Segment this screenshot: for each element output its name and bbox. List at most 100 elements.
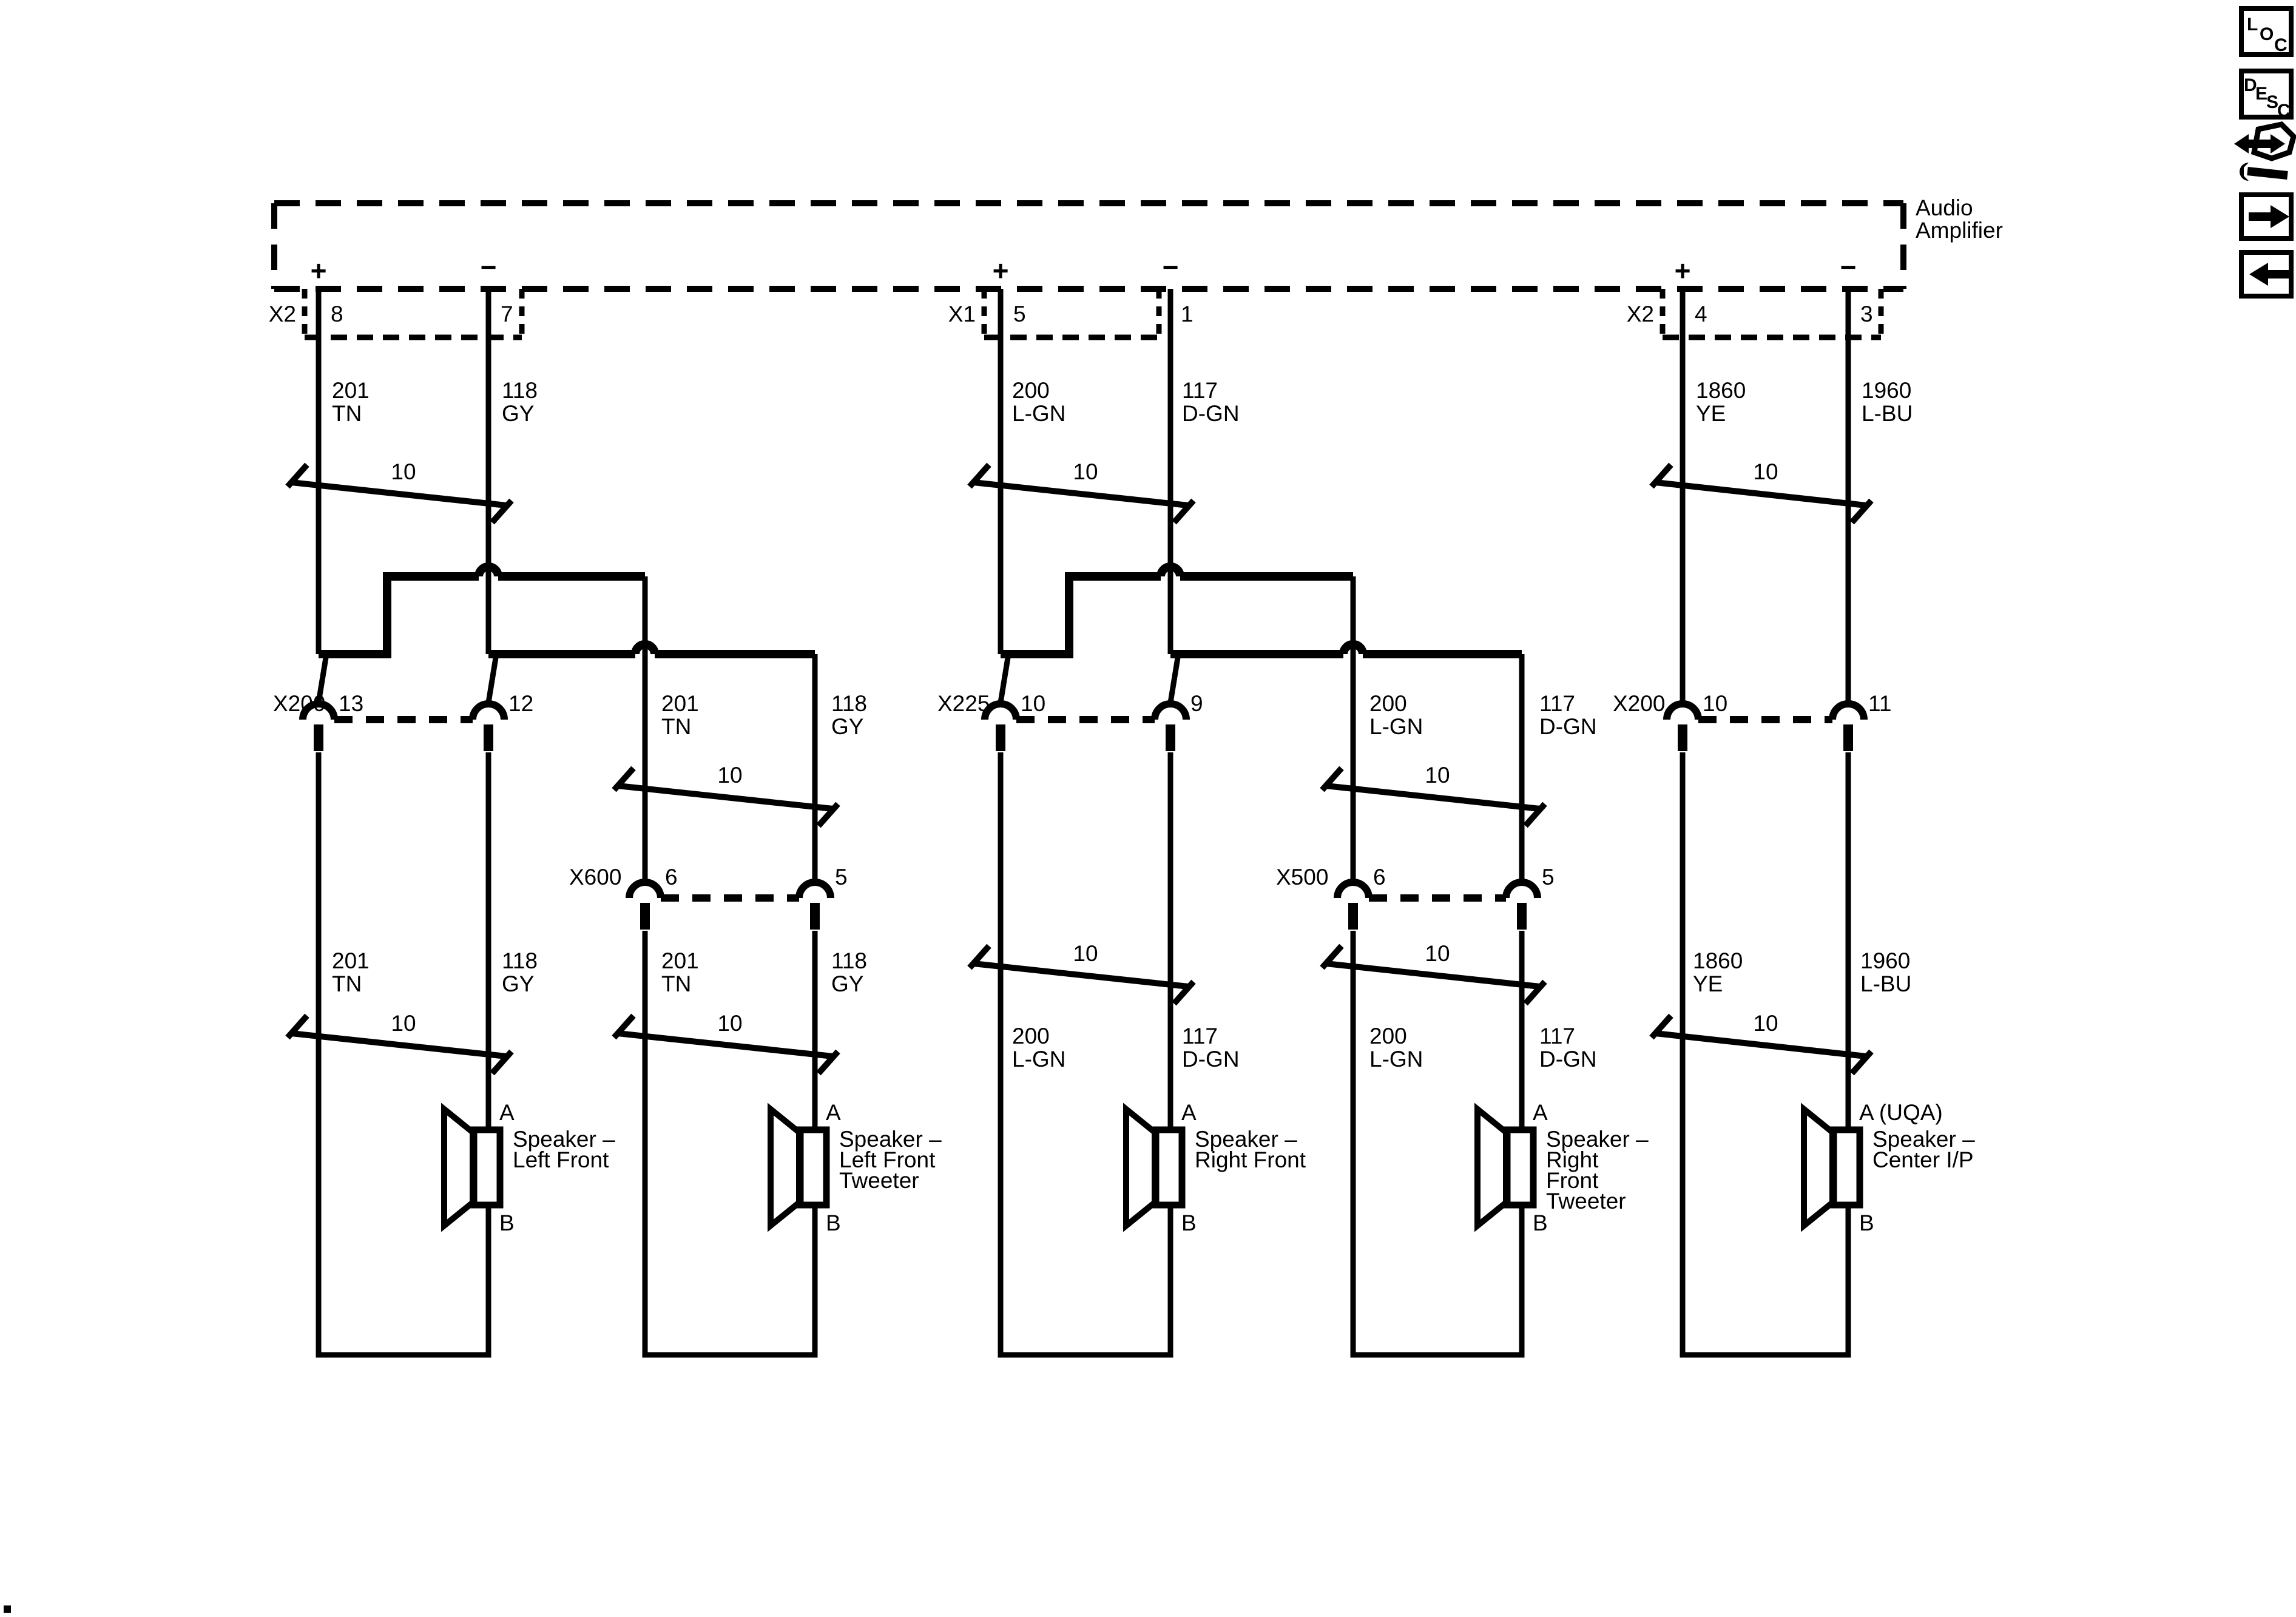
s2-branch-lines — [1001, 562, 1522, 658]
toolbar: L O C D E S C — [2234, 6, 2296, 299]
s3-plus-color-2: YE — [1693, 971, 1723, 996]
s1-minus-sign: − — [481, 251, 497, 283]
s2-minus-circuit: 117 — [1182, 378, 1218, 403]
s3-top-pin-plus: 4 — [1695, 302, 1707, 326]
s2-gauge-bottom: 10 — [967, 941, 1196, 1006]
s2-inline-pin-plus: 10 — [1021, 691, 1045, 716]
s1-tweeter-name-line3: Tweeter — [839, 1168, 919, 1193]
s3-top-pin-minus: 3 — [1860, 302, 1873, 326]
s3-top-connector-x2: X2 4 3 — [1627, 289, 1884, 340]
s2-branch-minus-color: D-GN — [1539, 714, 1597, 739]
loc-button[interactable]: L O C — [2239, 6, 2294, 57]
s1-gauge-top: 10 — [285, 459, 514, 525]
section-right-front: X1 5 1 200 L-GN 117 D-GN — [937, 289, 1649, 1358]
speaker-right-front-tweeter: A Speaker – Right Front Tweeter B — [1474, 1100, 1649, 1235]
s3-speaker-name-line2: Center I/P — [1872, 1147, 1974, 1172]
s1-minus-circuit-2: 118 — [502, 948, 538, 973]
s3-gauge-top: 10 — [1649, 459, 1874, 525]
s2-branch-plus-circuit-2: 200 — [1369, 1024, 1407, 1048]
s2-branch-gauge-top-label: 10 — [1425, 763, 1450, 788]
s2-speaker-name-line1: Speaker – — [1195, 1127, 1297, 1152]
s1-top-connector-x2: X2 8 7 — [269, 289, 525, 340]
s2-wires — [998, 289, 1525, 1358]
s1-branch-gauge-top-label: 10 — [717, 763, 742, 788]
s1-branch-pin-minus: 5 — [835, 865, 848, 890]
desc-button[interactable]: D E S C — [2239, 69, 2294, 121]
s1-plus-color-2: TN — [332, 971, 362, 996]
s2-gauge-top: 10 — [967, 459, 1196, 525]
speaker-left-front-tweeter: A Speaker – Left Front Tweeter B — [768, 1100, 942, 1235]
s2-branch-gauge-top: 10 — [1320, 763, 1547, 828]
s1-branch-gauge-bottom: 10 — [612, 1011, 840, 1076]
s2-branch-minus-color-2: D-GN — [1539, 1047, 1597, 1072]
section-left-front: X2 8 7 201 TN 118 GY — [269, 289, 942, 1358]
s2-plus-circuit-2: 200 — [1012, 1024, 1050, 1048]
back-arrow-button[interactable] — [2239, 250, 2294, 299]
s1-speaker-name-line2: Left Front — [513, 1147, 609, 1172]
s1-branch-plus-color-2: TN — [661, 971, 691, 996]
s3-speaker-terminal-b: B — [1859, 1210, 1874, 1235]
s1-top-connector-name: X2 — [269, 302, 296, 326]
desc-letter-d: D — [2244, 75, 2257, 95]
forward-arrow-button[interactable] — [2239, 192, 2294, 241]
s2-branch-minus-circuit: 117 — [1539, 691, 1575, 716]
s1-branch-minus-color: GY — [831, 714, 863, 739]
s1-branch-connector-x600: X600 6 5 — [569, 865, 848, 930]
s2-branch-plus-color-2: L-GN — [1369, 1047, 1423, 1072]
s2-plus-circuit: 200 — [1012, 378, 1050, 403]
s2-branch-minus-circuit-2: 117 — [1539, 1024, 1575, 1048]
loc-letter-l: L — [2247, 15, 2258, 35]
s2-minus-circuit-2: 117 — [1182, 1024, 1218, 1048]
loc-letter-c: C — [2274, 35, 2288, 55]
s2-inline-pin-minus: 9 — [1190, 691, 1203, 716]
s2-branch-plus-circuit: 200 — [1369, 691, 1407, 716]
s2-branch-plus-color: L-GN — [1369, 714, 1423, 739]
s3-inline-pin-plus: 10 — [1703, 691, 1727, 716]
s3-minus-color: L-BU — [1862, 401, 1913, 426]
s1-wires — [316, 289, 818, 1358]
s2-gauge-top-label: 10 — [1073, 459, 1098, 484]
s2-plus-color-2: L-GN — [1012, 1047, 1065, 1072]
s2-branch-gauge-bottom: 10 — [1320, 941, 1547, 1006]
s3-plus-color: YE — [1696, 401, 1726, 426]
s3-minus-sign: − — [1840, 251, 1857, 283]
s1-speaker-terminal-b: B — [499, 1210, 515, 1235]
s1-tweeter-terminal-b: B — [826, 1210, 841, 1235]
s1-branch-pin-plus: 6 — [665, 865, 678, 890]
s3-plus-sign: + — [1675, 255, 1691, 286]
s2-tweeter-terminal-b: B — [1533, 1210, 1548, 1235]
s1-minus-circuit: 118 — [502, 378, 538, 403]
s3-inline-connector-name: X200 — [1613, 691, 1665, 716]
section-center: X2 4 3 1860 YE 1960 L-BU 10 X200 10 — [1613, 289, 1975, 1358]
s1-plus-sign: + — [311, 255, 327, 286]
s3-plus-circuit-2: 1860 — [1693, 948, 1743, 973]
s2-tweeter-name-line1: Speaker – — [1546, 1127, 1649, 1152]
s2-top-connector-name: X1 — [948, 302, 976, 326]
s2-tweeter-name-line2: Right — [1546, 1147, 1599, 1172]
s2-tweeter-name-line4: Tweeter — [1546, 1189, 1626, 1214]
s3-speaker-terminal-a: A (UQA) — [1859, 1100, 1943, 1125]
s2-top-connector-x1: X1 5 1 — [948, 289, 1194, 340]
s1-branch-lines — [319, 562, 815, 658]
s2-branch-pin-plus: 6 — [1373, 865, 1386, 890]
s1-branch-minus-circuit: 118 — [831, 691, 867, 716]
s1-speaker-terminal-a: A — [499, 1100, 515, 1125]
s1-top-pin-minus: 7 — [501, 302, 513, 326]
s3-speaker-name-line1: Speaker – — [1872, 1127, 1975, 1152]
s2-plus-color: L-GN — [1012, 401, 1065, 426]
s3-inline-pin-minus: 11 — [1868, 691, 1891, 716]
s1-plus-circuit-2: 201 — [332, 948, 370, 973]
s2-speaker-name-line2: Right Front — [1195, 1147, 1306, 1172]
amplifier-label-line2: Amplifier — [1916, 218, 2003, 243]
s1-branch-plus-circuit-2: 201 — [661, 948, 699, 973]
s1-speaker-name-line1: Speaker – — [513, 1127, 615, 1152]
page-artifact-dot — [4, 1605, 11, 1613]
s2-minus-sign: − — [1163, 251, 1179, 283]
s2-minus-color-2: D-GN — [1182, 1047, 1240, 1072]
wrench-arrow-icon[interactable] — [2234, 121, 2296, 181]
s1-tweeter-name-line2: Left Front — [839, 1147, 936, 1172]
s1-gauge-top-label: 10 — [391, 459, 416, 484]
s1-branch-plus-color: TN — [661, 714, 691, 739]
desc-letter-e: E — [2255, 84, 2267, 104]
s1-gauge-bottom: 10 — [285, 1011, 514, 1076]
